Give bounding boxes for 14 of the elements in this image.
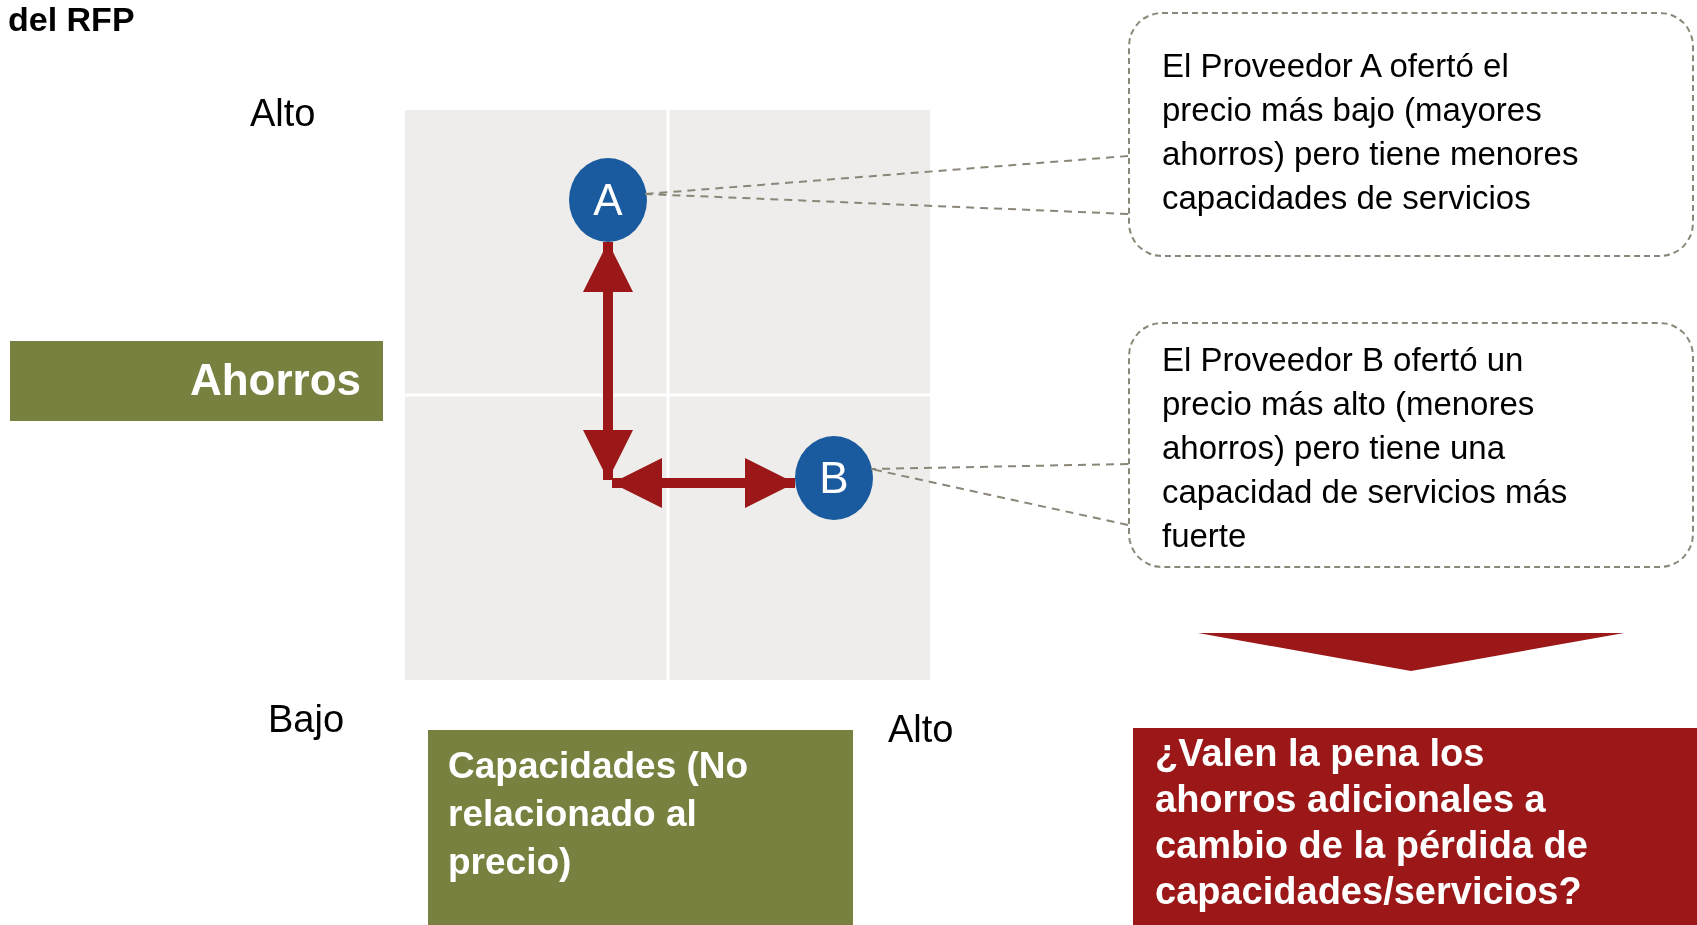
leader-line: [644, 155, 1129, 215]
axis-label: Bajo: [268, 698, 345, 741]
question-box: ¿Valen la pena los ahorros adicionales a cambio de la pérdida de capacidades/servicios?: [1133, 728, 1697, 925]
title: del RFP: [8, 0, 135, 39]
axis-label: Alto: [250, 92, 316, 135]
axis-title-bar: Capacidades (No relacionado al precio): [428, 730, 853, 925]
callout-bubble: El Proveedor B ofertó un precio más alto (menores ahorros) pero tiene una capacidad de servicios más fuerte: [1128, 322, 1694, 568]
double-arrow: [612, 458, 795, 508]
chevron-arrow: [1198, 633, 1624, 671]
callout-bubble: El Proveedor A ofertó el precio más bajo (mayores ahorros) pero tiene menores capacidades de servicios: [1128, 12, 1694, 257]
double-arrow: [583, 242, 633, 480]
leader-line: [870, 463, 1129, 526]
axis-label: Alto: [888, 708, 954, 751]
axis-title-bar: Ahorros: [10, 341, 383, 421]
